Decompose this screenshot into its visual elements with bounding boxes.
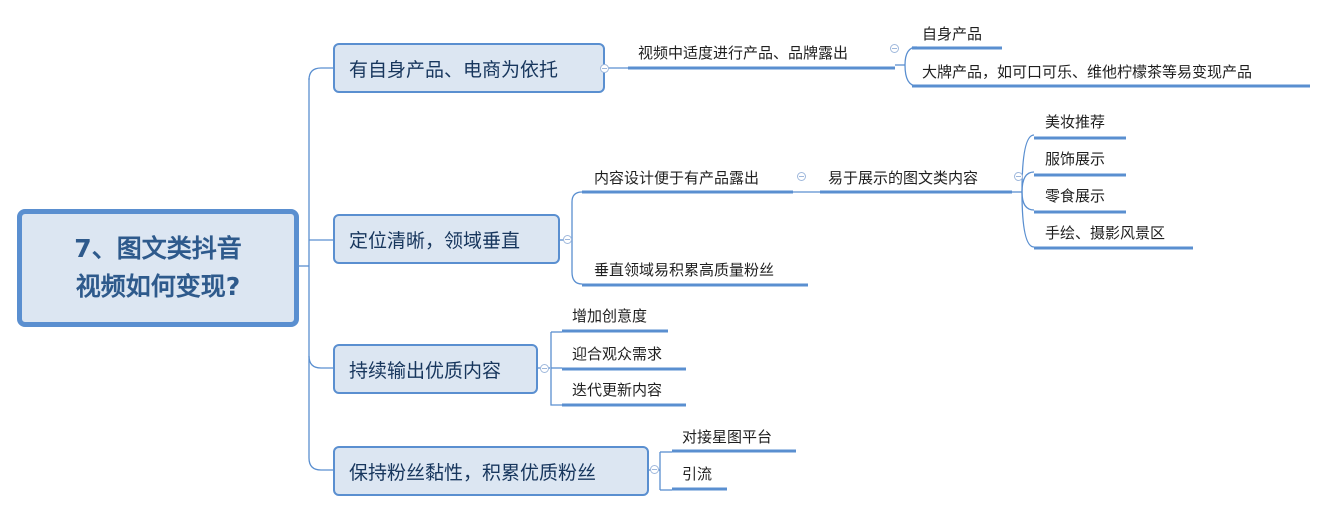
subtopic[interactable]: 引流 bbox=[682, 465, 713, 483]
subtopic[interactable]: 零食展示 bbox=[1045, 187, 1106, 205]
branch-quality-content[interactable]: 持续输出优质内容 bbox=[333, 344, 538, 394]
branch-label: 有自身产品、电商为依托 bbox=[349, 58, 559, 81]
subtopic[interactable]: 视频中适度进行产品、品牌露出 bbox=[638, 44, 849, 62]
branch-ecommerce[interactable]: 有自身产品、电商为依托 bbox=[333, 43, 605, 93]
collapse-icon[interactable] bbox=[540, 364, 549, 373]
collapse-icon[interactable] bbox=[563, 235, 572, 244]
subtopic[interactable]: 大牌产品，如可口可乐、维他柠檬茶等易变现产品 bbox=[922, 63, 1253, 81]
root-topic[interactable]: 7、图文类抖音 视频如何变现? bbox=[17, 209, 299, 327]
branch-label: 持续输出优质内容 bbox=[349, 359, 502, 382]
subtopic[interactable]: 垂直领域易积累高质量粉丝 bbox=[594, 261, 775, 279]
subtopic[interactable]: 迎合观众需求 bbox=[572, 345, 663, 363]
branch-label: 保持粉丝黏性，积累优质粉丝 bbox=[349, 461, 597, 484]
subtopic[interactable]: 手绘、摄影风景区 bbox=[1045, 224, 1166, 242]
subtopic[interactable]: 对接星图平台 bbox=[682, 428, 773, 446]
root-title-line2: 视频如何变现? bbox=[75, 272, 241, 301]
subtopic[interactable]: 内容设计便于有产品露出 bbox=[594, 169, 760, 187]
branch-fan-loyalty[interactable]: 保持粉丝黏性，积累优质粉丝 bbox=[333, 446, 649, 496]
branch-label: 定位清晰，领域垂直 bbox=[349, 229, 521, 252]
subtopic[interactable]: 易于展示的图文类内容 bbox=[828, 169, 979, 187]
collapse-icon[interactable] bbox=[650, 465, 659, 474]
branch-positioning[interactable]: 定位清晰，领域垂直 bbox=[333, 214, 560, 264]
collapse-icon[interactable] bbox=[600, 64, 609, 73]
root-title-line1: 7、图文类抖音 bbox=[74, 234, 242, 263]
collapse-icon[interactable] bbox=[1014, 172, 1023, 181]
subtopic[interactable]: 自身产品 bbox=[922, 25, 983, 43]
subtopic[interactable]: 服饰展示 bbox=[1045, 150, 1106, 168]
collapse-icon[interactable] bbox=[797, 172, 806, 181]
subtopic[interactable]: 迭代更新内容 bbox=[572, 381, 663, 399]
subtopic[interactable]: 增加创意度 bbox=[572, 307, 648, 325]
collapse-icon[interactable] bbox=[890, 44, 899, 53]
subtopic[interactable]: 美妆推荐 bbox=[1045, 113, 1106, 131]
